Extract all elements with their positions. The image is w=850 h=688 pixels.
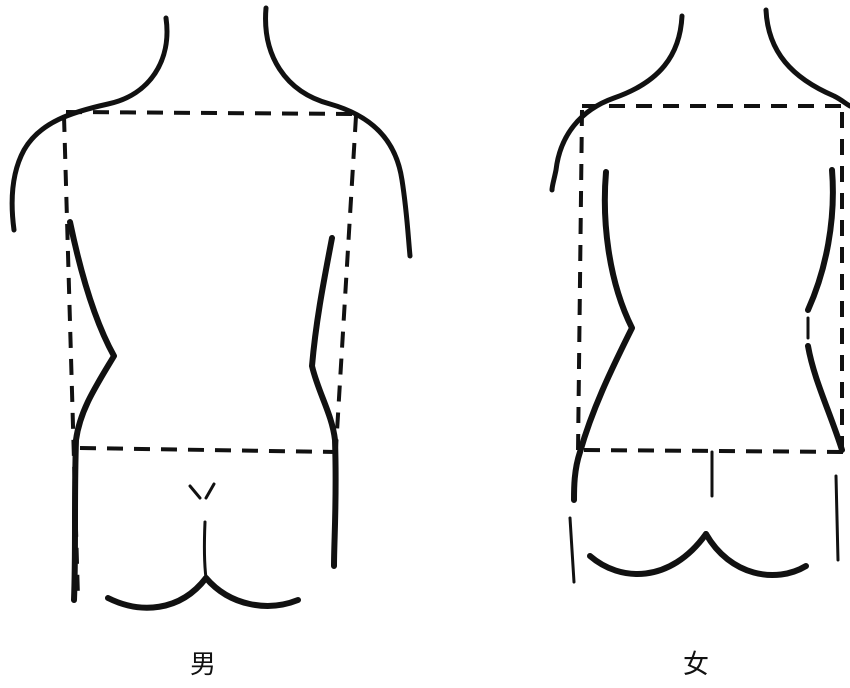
male-cleft-mark-right xyxy=(206,484,214,498)
male-cleft-mark-left xyxy=(190,486,200,498)
male-neck-right xyxy=(266,8,410,256)
male-torso-left xyxy=(70,222,114,600)
female-hip-right xyxy=(836,476,838,560)
female-neck-left xyxy=(552,16,682,190)
male-cleft xyxy=(204,522,206,578)
female-buttock-right xyxy=(706,534,806,575)
male-figure xyxy=(12,8,410,608)
female-hip-left xyxy=(570,518,574,582)
female-neck-right xyxy=(766,10,850,106)
female-hip-dash xyxy=(584,450,850,452)
male-hip-dash xyxy=(80,448,336,452)
male-neck-left xyxy=(12,18,167,230)
female-figure xyxy=(552,10,850,582)
male-label: 男 xyxy=(173,650,233,680)
female-buttock-left xyxy=(590,534,706,574)
male-buttock-left xyxy=(108,578,206,608)
male-shoulder-dash xyxy=(66,112,356,114)
male-buttock-right xyxy=(206,578,298,606)
female-torso-right-lower xyxy=(808,346,842,450)
female-torso-right xyxy=(808,170,833,310)
female-label: 女 xyxy=(666,650,726,680)
male-torso-right xyxy=(312,238,336,566)
male-right-dash xyxy=(336,116,356,448)
female-left-dash xyxy=(578,110,582,452)
male-left-dash xyxy=(64,116,78,598)
